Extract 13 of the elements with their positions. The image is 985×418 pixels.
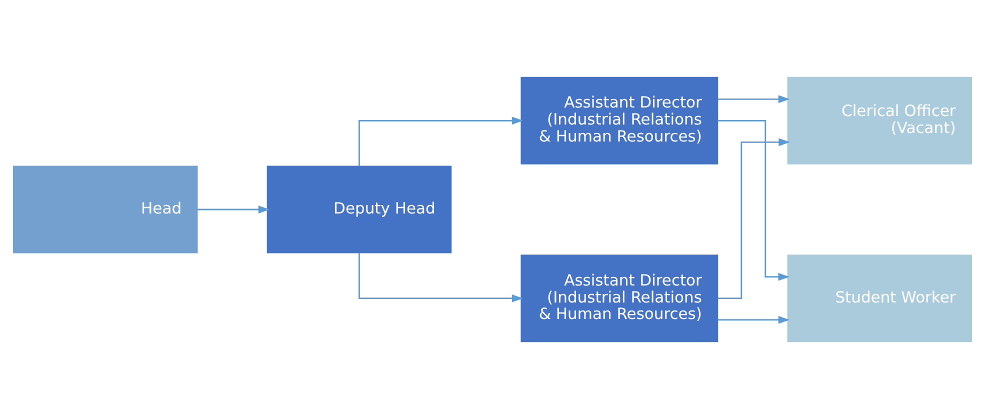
- node-box: Assistant Director (Industrial Relations & Human Resources): [520, 254, 718, 342]
- arrow: [718, 315, 790, 324]
- arrow: [358, 252, 524, 302]
- node-box: Clerical Officer (Vacant): [787, 76, 972, 164]
- node-box: Student Worker: [787, 254, 972, 342]
- node-box: Assistant Director (Industrial Relations & Human Resources): [520, 76, 718, 164]
- arrow: [718, 119, 790, 280]
- node-box: Head: [13, 165, 198, 253]
- node-box: Deputy Head: [266, 165, 452, 253]
- arrow: [718, 138, 790, 299]
- arrow: [197, 205, 270, 213]
- arrow: [358, 116, 524, 166]
- arrow: [718, 94, 790, 103]
